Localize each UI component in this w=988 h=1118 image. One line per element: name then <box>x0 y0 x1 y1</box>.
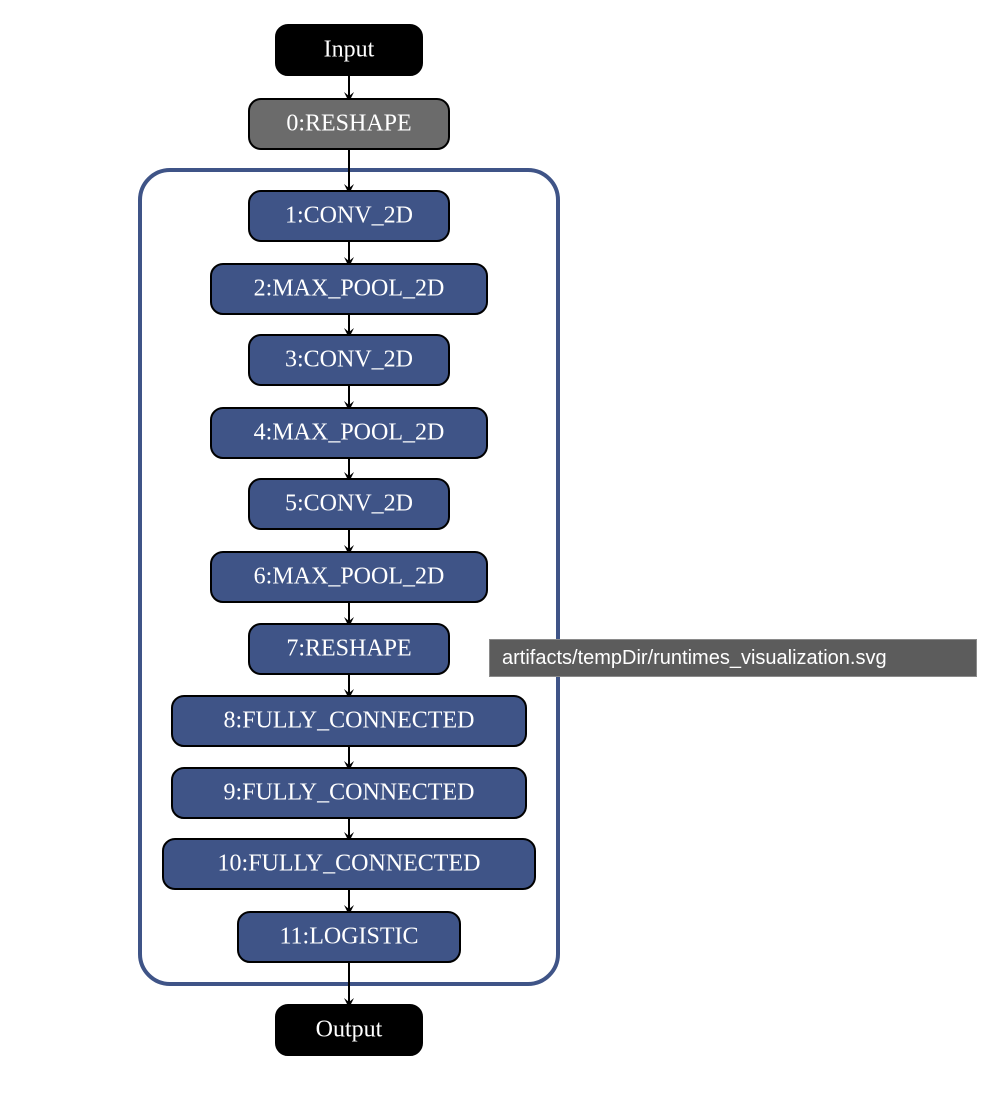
node-box <box>248 334 450 386</box>
node-box <box>248 98 450 150</box>
node-input[interactable]: Input <box>275 24 423 76</box>
node-9-fully-connected[interactable]: 9:FULLY_CONNECTED <box>171 767 527 819</box>
node-0-reshape[interactable]: 0:RESHAPE <box>248 98 450 150</box>
node-box <box>210 407 488 459</box>
node-label: 6:MAX_POOL_2D <box>254 564 445 590</box>
node-8-fully-connected[interactable]: 8:FULLY_CONNECTED <box>171 695 527 747</box>
node-4-max-pool-2d[interactable]: 4:MAX_POOL_2D <box>210 407 488 459</box>
node-label: Input <box>324 37 375 63</box>
node-label: 0:RESHAPE <box>286 111 411 137</box>
node-1-conv-2d[interactable]: 1:CONV_2D <box>248 190 450 242</box>
node-label: 10:FULLY_CONNECTED <box>218 851 481 877</box>
node-box <box>248 623 450 675</box>
node-box <box>162 838 536 890</box>
node-box <box>171 767 527 819</box>
node-10-fully-connected[interactable]: 10:FULLY_CONNECTED <box>162 838 536 890</box>
node-7-reshape[interactable]: 7:RESHAPE <box>248 623 450 675</box>
node-label: 7:RESHAPE <box>286 636 411 662</box>
node-box <box>210 551 488 603</box>
node-box <box>171 695 527 747</box>
node-label: 9:FULLY_CONNECTED <box>224 780 475 806</box>
node-box <box>275 24 423 76</box>
node-label: 5:CONV_2D <box>285 491 413 517</box>
node-box <box>237 911 461 963</box>
node-box <box>248 478 450 530</box>
node-label: 11:LOGISTIC <box>279 924 418 950</box>
node-3-conv-2d[interactable]: 3:CONV_2D <box>248 334 450 386</box>
node-6-max-pool-2d[interactable]: 6:MAX_POOL_2D <box>210 551 488 603</box>
file-path-tooltip: artifacts/tempDir/runtimes_visualization… <box>489 639 977 677</box>
node-box <box>210 263 488 315</box>
node-label: 2:MAX_POOL_2D <box>254 276 445 302</box>
node-label: Output <box>316 1017 383 1043</box>
node-11-logistic[interactable]: 11:LOGISTIC <box>237 911 461 963</box>
node-box <box>275 1004 423 1056</box>
node-label: 1:CONV_2D <box>285 203 413 229</box>
node-5-conv-2d[interactable]: 5:CONV_2D <box>248 478 450 530</box>
node-label: 4:MAX_POOL_2D <box>254 420 445 446</box>
node-output[interactable]: Output <box>275 1004 423 1056</box>
node-label: 8:FULLY_CONNECTED <box>224 708 475 734</box>
node-box <box>248 190 450 242</box>
node-label: 3:CONV_2D <box>285 347 413 373</box>
node-2-max-pool-2d[interactable]: 2:MAX_POOL_2D <box>210 263 488 315</box>
